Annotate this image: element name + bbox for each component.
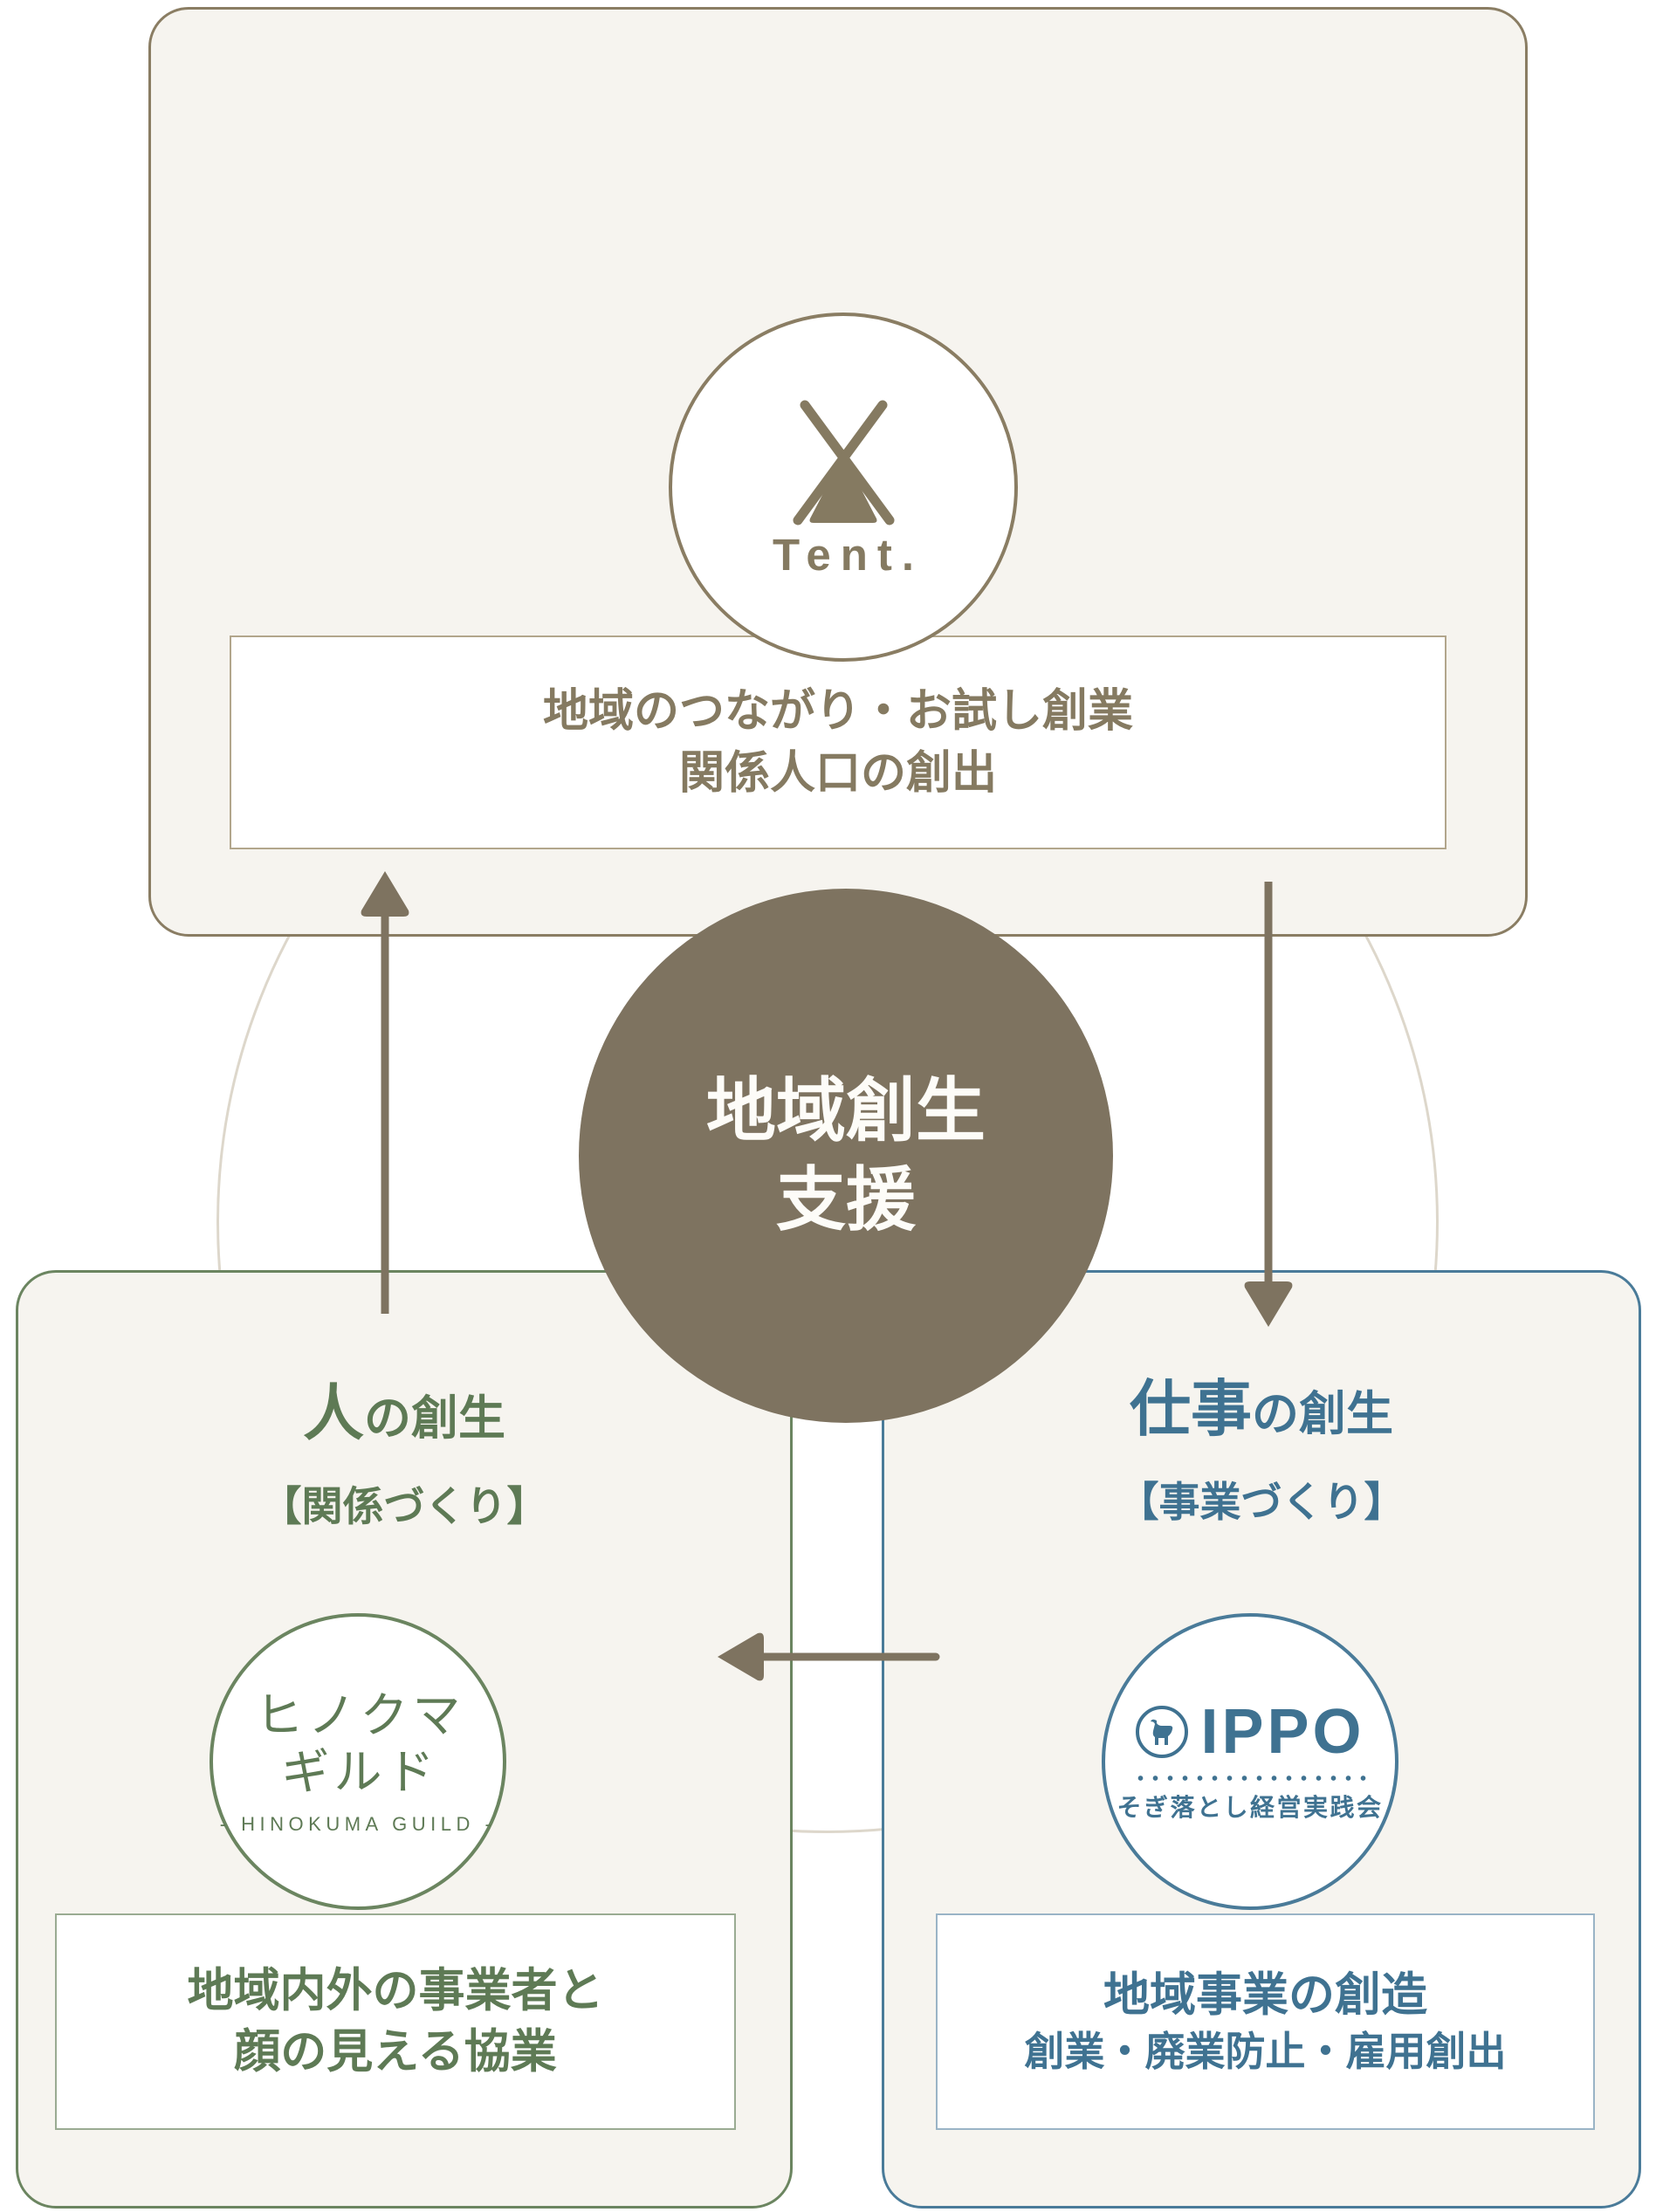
card-work-title-strong: 仕事 <box>1130 1375 1252 1443</box>
tent-wordmark: Tent. <box>772 529 924 580</box>
center-hub-regional-creation-support[interactable]: 地域創生 支援 <box>579 889 1113 1423</box>
card-people-title: 人の創生 <box>16 1379 793 1447</box>
guild-english: - HINOKUMA GUILD - <box>219 1812 497 1835</box>
ippo-wordmark: IPPO <box>1200 1696 1365 1767</box>
card-work-value-line-2: 創業・廃業防止・雇用創出 <box>1024 2028 1507 2074</box>
card-town-value-line-2: 関係人口の創出 <box>678 747 997 799</box>
tent-logo[interactable]: Tent. <box>669 313 1018 662</box>
card-work-subtitle: 【事業づくり】 <box>1117 1479 1405 1525</box>
card-town-value-line-1: 地域のつながり・お試し創業 <box>542 686 1133 738</box>
card-people-title-strong: 人 <box>303 1379 364 1447</box>
card-work-value-line-1: 地域事業の創造 <box>1103 1968 1427 2021</box>
card-people-value-line-1: 地域内外の事業者と <box>187 1965 604 2017</box>
ippo-logo[interactable]: IPPO そぎ落とし経営実践会 <box>1102 1613 1398 1910</box>
goat-in-circle-icon <box>1136 1705 1189 1758</box>
card-people-value-line-2: 顔の見える協業 <box>234 2026 557 2078</box>
card-town-value-box: 地域のつながり・お試し創業 関係人口の創出 <box>230 635 1446 849</box>
card-people-title-rest: の創生 <box>364 1392 505 1445</box>
ippo-tagline: そぎ落とし経営実践会 <box>1117 1793 1384 1821</box>
hinokuma-guild-logo[interactable]: ヒノクマ ギルド - HINOKUMA GUILD - <box>210 1613 506 1910</box>
ippo-wordmark-row: IPPO <box>1135 1700 1364 1763</box>
card-work-title-rest: の創生 <box>1252 1388 1393 1440</box>
card-people-subtitle: 【関係づくり】 <box>260 1483 548 1529</box>
card-work-title: 仕事の創生 <box>882 1377 1641 1442</box>
guild-line-1: ヒノクマ <box>255 1688 465 1743</box>
card-people-value-box: 地域内外の事業者と 顔の見える協業 <box>55 1913 736 2130</box>
hub-line-1: 地域創生 <box>706 1071 986 1150</box>
card-work-value-box: 地域事業の創造 創業・廃業防止・雇用創出 <box>936 1913 1595 2130</box>
guild-line-2: ギルド <box>281 1745 439 1799</box>
ippo-dotted-divider <box>1133 1774 1367 1782</box>
tent-icon <box>793 400 894 525</box>
hub-line-2: 支援 <box>776 1161 916 1239</box>
